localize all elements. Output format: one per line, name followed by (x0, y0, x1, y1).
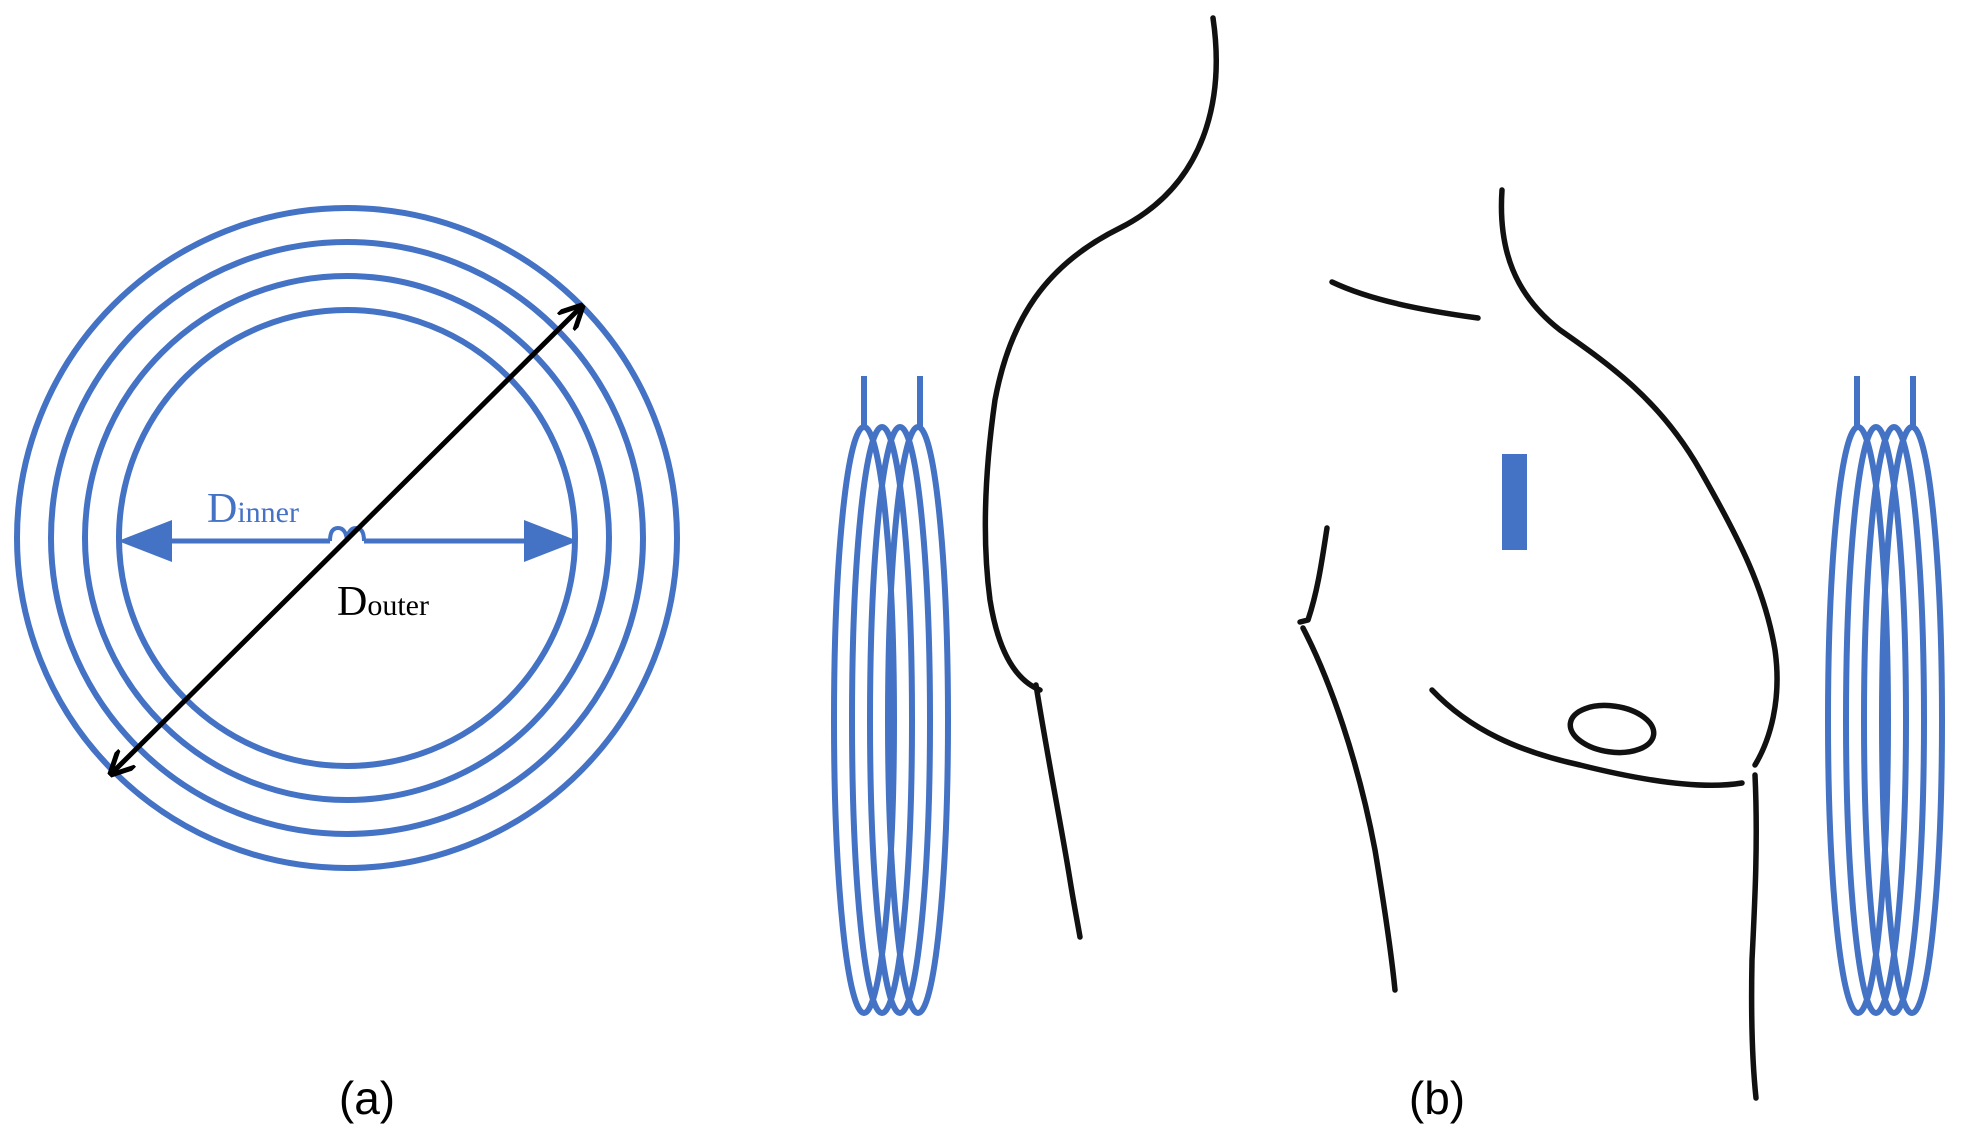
left-coil-loop-3 (867, 424, 933, 1016)
inner-diameter-label: Dinner (207, 486, 299, 532)
nipple (1567, 702, 1657, 756)
coil-turn-1 (14, 205, 680, 871)
coil-turn-2 (48, 239, 646, 837)
back-lower-contour (1033, 682, 1083, 940)
caption-b: (b) (1409, 1072, 1465, 1124)
coil-turn-3 (82, 273, 612, 803)
panel-b: (b) (831, 15, 1945, 1124)
right-coil-loop-2 (1843, 424, 1909, 1016)
front-contour (1498, 187, 1780, 768)
arm-lower-contour (1300, 625, 1398, 993)
left-coil-loop-4 (885, 424, 951, 1016)
right-coil-loop-1 (1825, 424, 1891, 1016)
panel-a: Dinner Douter (a) (14, 205, 680, 1124)
caption-a: (a) (339, 1072, 395, 1124)
front-lower-contour (1748, 772, 1759, 1101)
clavicle (1329, 279, 1481, 321)
left-coil-loop-1 (831, 424, 897, 1016)
left-coil-loop-2 (849, 424, 915, 1016)
outer-diameter-arrow (113, 308, 580, 772)
arm-front-contour (1297, 525, 1330, 625)
left-coil (831, 376, 951, 1016)
right-coil-loop-3 (1861, 424, 1927, 1016)
right-coil (1825, 376, 1945, 1016)
implant-marker (1502, 454, 1527, 550)
inner-arrowhead-right (524, 520, 578, 562)
outer-diameter-label: Douter (337, 579, 429, 625)
right-coil-loop-4 (1879, 424, 1945, 1016)
back-contour (982, 15, 1219, 693)
torso-outline (982, 15, 1780, 1101)
breast-contour (1429, 687, 1745, 789)
inner-arrowhead-left (118, 520, 172, 562)
